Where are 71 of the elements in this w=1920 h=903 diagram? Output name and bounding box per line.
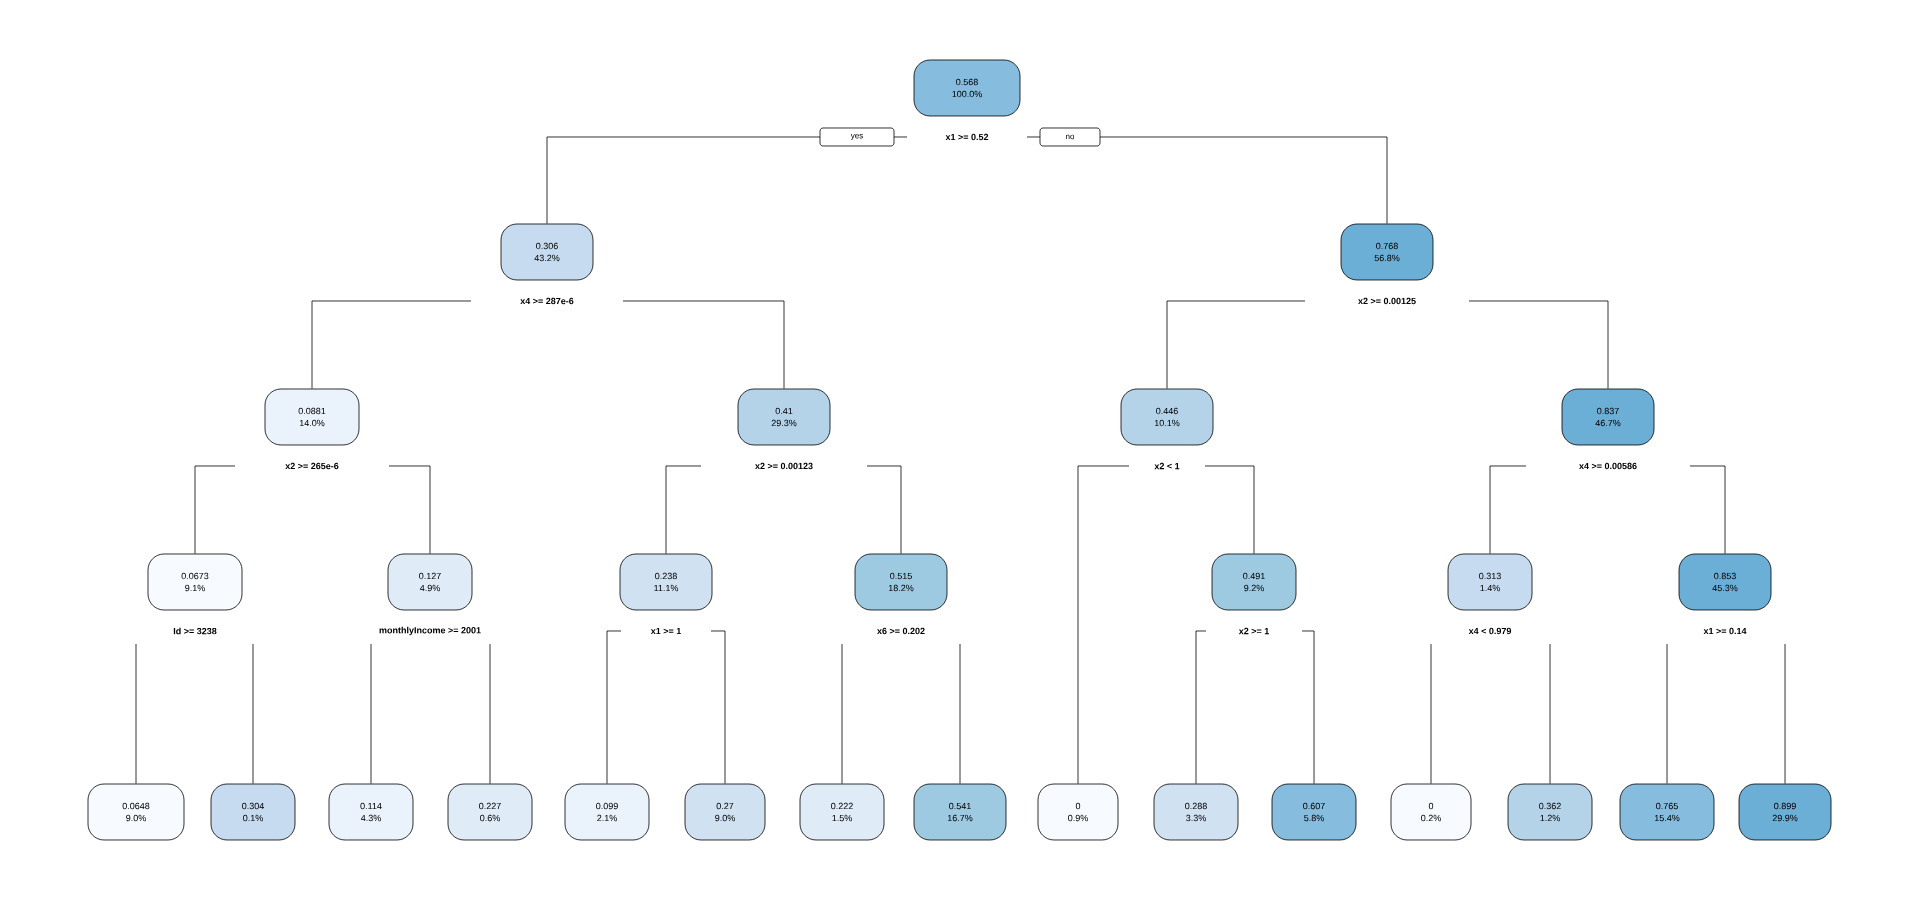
connector xyxy=(489,643,491,784)
connector xyxy=(665,465,702,554)
tree-node: 0.313 1.4% xyxy=(1447,553,1533,611)
connector xyxy=(1784,643,1786,784)
tree-node: 0.768 56.8% xyxy=(1340,223,1434,281)
tree-node: 0.238 11.1% xyxy=(619,553,713,611)
tree-node: 0.304 0.1% xyxy=(210,783,296,841)
connector xyxy=(135,643,137,784)
tree-node: 0.853 45.3% xyxy=(1678,553,1772,611)
split-label: x2 < 1 xyxy=(1154,462,1180,470)
split-label: x2 >= 265e-6 xyxy=(285,462,339,470)
connector xyxy=(388,465,431,554)
tree-node: 0.222 1.5% xyxy=(799,783,885,841)
tree-node: 0.127 4.9% xyxy=(387,553,473,611)
connector xyxy=(1166,300,1306,389)
tree-node: 0.227 0.6% xyxy=(447,783,533,841)
tree-node: 0.765 15.4% xyxy=(1619,783,1715,841)
connector xyxy=(1489,465,1527,554)
tree-node: 0.837 46.7% xyxy=(1561,388,1655,446)
tree-node: 0.27 9.0% xyxy=(684,783,766,841)
connector xyxy=(866,465,902,554)
split-label: x1 >= 0.14 xyxy=(1703,627,1747,635)
connector xyxy=(1204,465,1255,554)
tree-node: 0.0673 9.1% xyxy=(147,553,243,611)
connector xyxy=(606,630,622,784)
tree-node: 0.41 29.3% xyxy=(737,388,831,446)
connector xyxy=(1077,465,1130,784)
connector xyxy=(959,643,961,784)
tree-node: 0.541 16.7% xyxy=(913,783,1007,841)
connector xyxy=(1666,643,1668,784)
connector xyxy=(841,643,843,784)
connector xyxy=(311,300,472,389)
tree-node: 0.0648 9.0% xyxy=(87,783,185,841)
split-label: x2 >= 0.00125 xyxy=(1358,297,1416,305)
split-label: Id >= 3238 xyxy=(173,627,217,635)
split-label: x4 >= 287e-6 xyxy=(520,297,574,305)
tree-node: 0.446 10.1% xyxy=(1120,388,1214,446)
connector xyxy=(622,300,785,389)
split-label: x1 >= 0.52 xyxy=(945,133,989,141)
tree-node: 0.515 18.2% xyxy=(854,553,948,611)
tree-node: 0 0.2% xyxy=(1390,783,1472,841)
split-label: monthlyIncome >= 2001 xyxy=(379,626,481,636)
tree-node: 0.362 1.2% xyxy=(1507,783,1593,841)
connector xyxy=(710,630,726,784)
connector xyxy=(1468,300,1609,389)
connector xyxy=(1430,643,1432,784)
split-label: x2 >= 1 xyxy=(1238,627,1269,635)
tree-node: 0 0.9% xyxy=(1037,783,1119,841)
connector xyxy=(370,643,372,784)
split-label: x1 >= 1 xyxy=(650,627,681,635)
connector xyxy=(1549,643,1551,784)
connector xyxy=(1689,465,1726,554)
split-label: x6 >= 0.202 xyxy=(877,627,925,635)
tree-node: 0.114 4.3% xyxy=(328,783,414,841)
tree-node: 0.607 5.8% xyxy=(1271,783,1357,841)
tree-node: 0.491 9.2% xyxy=(1211,553,1297,611)
connector xyxy=(252,643,254,784)
tree-node: 0.0881 14.0% xyxy=(264,388,360,446)
split-label: x4 < 0.979 xyxy=(1468,627,1512,635)
edge-label: yes xyxy=(819,127,895,147)
edge-label: no xyxy=(1039,127,1101,147)
connector xyxy=(194,465,236,554)
tree-node: 0.568 100.0% xyxy=(913,59,1021,117)
connector xyxy=(1195,630,1207,784)
connector xyxy=(1301,630,1315,784)
tree-node: 0.306 43.2% xyxy=(500,223,594,281)
tree-node: 0.288 3.3% xyxy=(1153,783,1239,841)
split-label: x2 >= 0.00123 xyxy=(755,462,813,470)
split-label: x4 >= 0.00586 xyxy=(1579,462,1637,470)
tree-node: 0.899 29.9% xyxy=(1738,783,1832,841)
tree-node: 0.099 2.1% xyxy=(564,783,650,841)
